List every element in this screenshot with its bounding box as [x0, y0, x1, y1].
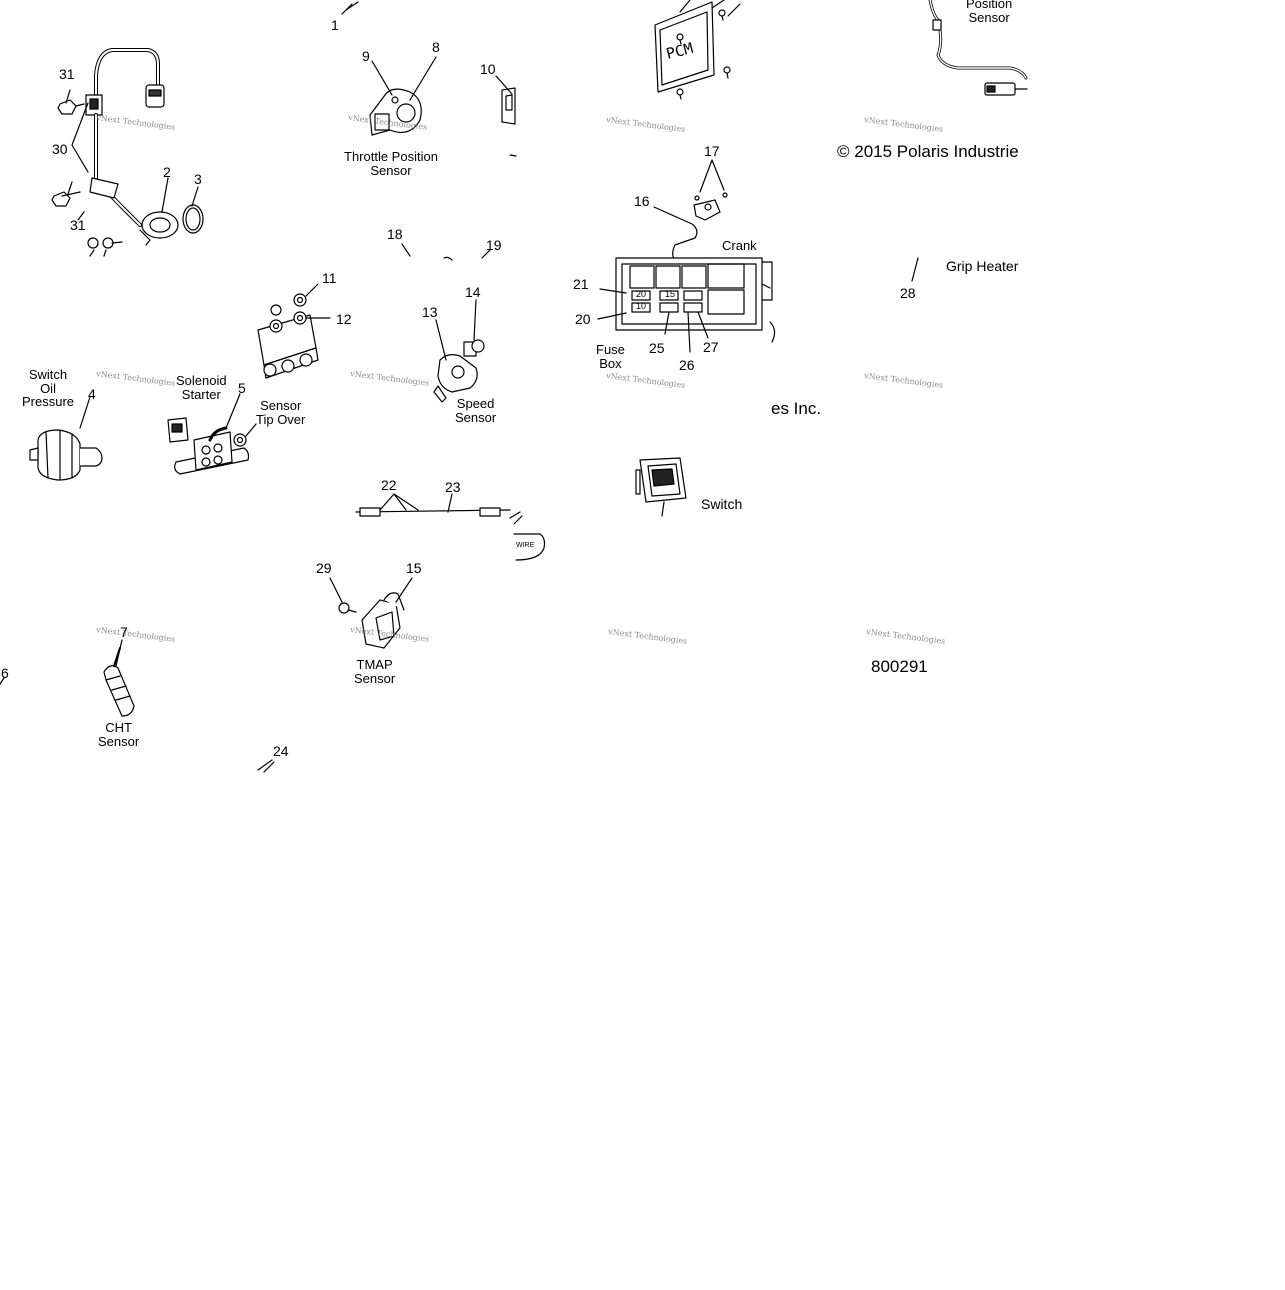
caption-grip-heater: Grip Heater [946, 258, 1019, 274]
throttle-position-sensor [369, 56, 437, 136]
part-number-15: 15 [406, 560, 422, 576]
harness-22-23 [355, 493, 546, 561]
grip-heater-leader [911, 257, 919, 282]
part-number-21: 21 [573, 276, 589, 292]
speed-sensor [433, 299, 485, 403]
fuse-box [597, 257, 776, 353]
part-number-19: 19 [486, 237, 502, 253]
part-number-26: 26 [679, 357, 695, 373]
part-number-7: 7 [120, 624, 128, 640]
part-number-11: 11 [322, 270, 337, 286]
fuse-label: 15 [665, 289, 676, 299]
part-number-25: 25 [649, 340, 665, 356]
part-number-4: 4 [88, 386, 96, 402]
part-number-17: 17 [704, 143, 720, 159]
part-number-16: 16 [634, 193, 650, 209]
solenoid-starter [167, 393, 257, 475]
part-number-22: 22 [381, 477, 397, 493]
fuse-label: 10 [636, 301, 647, 311]
rocker-switch [635, 457, 687, 517]
part-number-12: 12 [336, 311, 352, 327]
part-number-14: 14 [465, 284, 481, 300]
part-number-27: 27 [703, 339, 719, 355]
leaders-6-24 [0, 677, 275, 773]
part-number-30: 30 [52, 141, 68, 157]
leader-1 [341, 1, 359, 15]
part-number-13: 13 [422, 304, 438, 320]
crank-sensor [653, 159, 728, 263]
cht-sensor [103, 639, 135, 717]
part-number-2: 2 [163, 164, 171, 180]
pcm-module [654, 0, 741, 100]
part-number-8: 8 [432, 39, 440, 55]
figure-number: 800291 [871, 657, 928, 676]
part-number-23: 23 [445, 479, 461, 495]
mounting-pad [257, 283, 331, 379]
part-number-31: 31 [59, 66, 75, 82]
o2-sensor-harness [51, 48, 204, 257]
part-number-6: 6 [1, 665, 9, 681]
part-number-31: 31 [70, 217, 86, 233]
caption-crank: Crank [722, 238, 757, 253]
tmap-sensor [329, 577, 413, 649]
copyright-notice: © 2015 Polaris Industrie [837, 142, 1019, 161]
part-number-3: 3 [194, 171, 202, 187]
part-number-1: 1 [331, 17, 339, 33]
connector-10 [495, 75, 517, 157]
part-number-24: 24 [273, 743, 289, 759]
fuse-label: 20 [636, 289, 647, 299]
part-number-20: 20 [575, 311, 591, 327]
part-number-9: 9 [362, 48, 370, 64]
part-number-29: 29 [316, 560, 332, 576]
copyright-fragment: es Inc. [771, 399, 822, 418]
caption-switch: Switch [701, 496, 743, 512]
part-number-18: 18 [387, 226, 403, 242]
position-sensor-wire [928, 0, 1028, 96]
part-number-10: 10 [480, 61, 496, 77]
part-number-5: 5 [238, 380, 246, 396]
leaders-18-19 [401, 243, 491, 261]
wire-label: WIRE [516, 542, 535, 549]
part-number-28: 28 [900, 285, 916, 301]
oil-pressure-switch [29, 396, 103, 481]
